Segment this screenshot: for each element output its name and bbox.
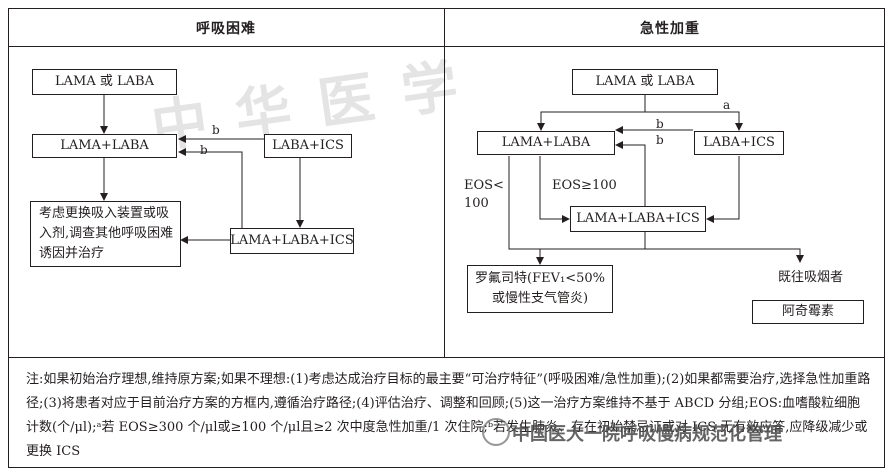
left-box-consider: 考虑更换吸入装置或吸入剂,调查其他呼吸困难诱因并治疗	[30, 201, 181, 267]
arrow-left-triple-to-lamalaba-b2	[178, 148, 243, 230]
left-box-laba-ics: LABA+ICS	[264, 134, 352, 158]
arrow-right-lamaorlaba-to-labaics-a	[645, 111, 743, 131]
right-label-smoker: 既往吸烟者	[778, 270, 844, 285]
right-label-eos-ge: EOS≥100	[552, 178, 617, 193]
arrow-right-lamalaba-to-triple	[539, 156, 570, 223]
left-box-lama-or-laba: LAMA 或 LABA	[32, 69, 177, 95]
right-label-eos-lt-value: 100	[464, 196, 489, 211]
right-label-b2: b	[656, 133, 664, 147]
right-panel-title: 急性加重	[640, 21, 700, 37]
footnote: 注:如果初始治疗理想,维持原方案;如果不理想:(1)考虑达成治疗目标的最主要“可…	[26, 372, 871, 459]
right-box-azithromycin: 阿奇霉素	[752, 300, 864, 324]
left-label-b2: b	[200, 143, 208, 157]
left-box-lama-laba-ics: LAMA+LABA+ICS	[230, 228, 354, 254]
arrow-right-lamaorlaba-to-lamalaba	[537, 95, 646, 131]
header-divider	[8, 46, 885, 47]
line-right-eoslt-branch	[508, 156, 540, 250]
right-label-eos-lt: EOS<	[464, 178, 504, 193]
right-box-laba-ics: LABA+ICS	[694, 131, 784, 155]
wechat-logo-icon	[482, 418, 510, 446]
right-box-lama-laba: LAMA+LABA	[477, 131, 615, 155]
roflumilast-line2: 或慢性支气管炎)	[491, 291, 589, 306]
panel-divider	[444, 8, 445, 357]
note-divider	[8, 357, 885, 358]
left-panel-title: 呼吸困难	[196, 21, 256, 37]
roflumilast-line1: 罗氟司特(FEV₁<50%	[475, 271, 605, 286]
right-box-lama-laba-ics: LAMA+LABA+ICS	[570, 206, 706, 232]
right-box-roflumilast: 罗氟司特(FEV₁<50% 或慢性支气管炎)	[467, 265, 613, 313]
arrow-right-labaics-to-triple	[706, 156, 740, 223]
arrow-right-to-smoker	[540, 248, 804, 263]
right-label-a: a	[723, 98, 731, 112]
figure-frame	[8, 8, 885, 468]
arrow-right-triple-to-lamalaba-b2	[615, 141, 646, 206]
left-label-b1: b	[212, 123, 220, 137]
footer-watermark: 中国医大一院呼吸慢病规范化管理	[512, 424, 782, 445]
left-box-lama-laba: LAMA+LABA	[32, 134, 177, 158]
right-box-lama-or-laba: LAMA 或 LABA	[572, 69, 718, 95]
right-label-b1: b	[656, 117, 664, 131]
